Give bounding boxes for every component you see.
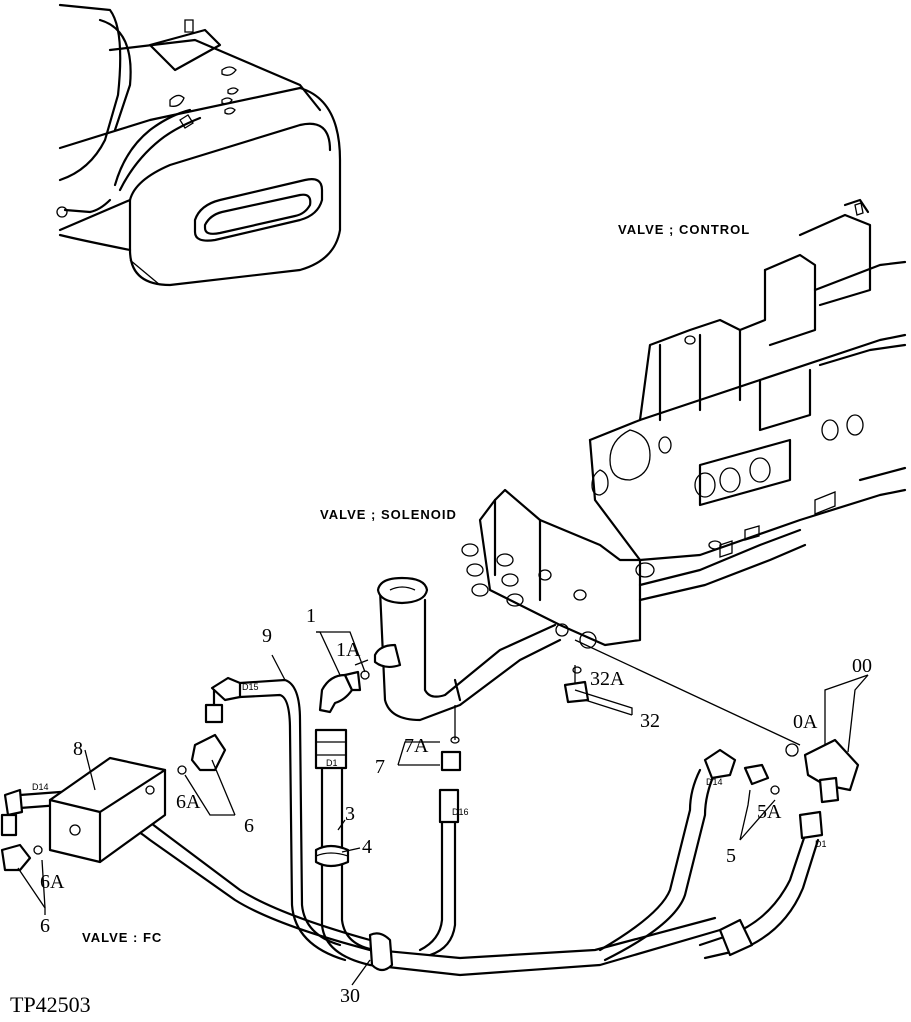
callout-8: 8 — [73, 738, 83, 760]
tag-d14-left: D14 — [32, 782, 49, 792]
callout-32: 32 — [640, 710, 660, 732]
tag-d14-right: D14 — [706, 777, 723, 787]
callout-30: 30 — [340, 985, 360, 1007]
machine-body-sketch — [56, 3, 342, 287]
callout-32a: 32A — [590, 668, 625, 690]
fittings — [0, 623, 860, 872]
callout-5a: 5A — [757, 801, 782, 823]
callout-leaders — [17, 631, 869, 986]
callout-6a-top: 6A — [176, 791, 201, 813]
control-valve-drawing — [588, 198, 907, 562]
text-labels: VALVE ; CONTROL VALVE ; SOLENOID VALVE :… — [10, 222, 872, 1017]
callout-4: 4 — [362, 836, 372, 858]
callout-7: 7 — [375, 756, 385, 778]
callout-7a: 7A — [404, 735, 429, 757]
label-valve-solenoid: VALVE ; SOLENOID — [320, 507, 457, 522]
callout-5: 5 — [726, 845, 736, 867]
solenoid-valve-drawing — [373, 488, 807, 722]
figure-id: TP42503 — [10, 992, 91, 1017]
callout-6-top: 6 — [244, 815, 254, 837]
callout-3: 3 — [345, 803, 355, 825]
callout-00: 00 — [852, 655, 872, 677]
label-valve-fc: VALVE : FC — [82, 930, 162, 945]
tag-d16: D16 — [452, 807, 469, 817]
tag-d1-mid: D1 — [326, 758, 338, 768]
leader-lines — [354, 639, 801, 746]
callout-6-bottom: 6 — [40, 915, 50, 937]
callout-6a-bottom: 6A — [40, 871, 65, 893]
label-valve-control: VALVE ; CONTROL — [618, 222, 750, 237]
callout-1: 1 — [306, 605, 316, 627]
hoses — [18, 678, 820, 977]
tag-d1-right: D1 — [815, 839, 827, 849]
callout-1a: 1A — [336, 639, 361, 661]
callout-0a: 0A — [793, 711, 818, 733]
callout-9: 9 — [262, 625, 272, 647]
tag-d15: D15 — [242, 682, 259, 692]
